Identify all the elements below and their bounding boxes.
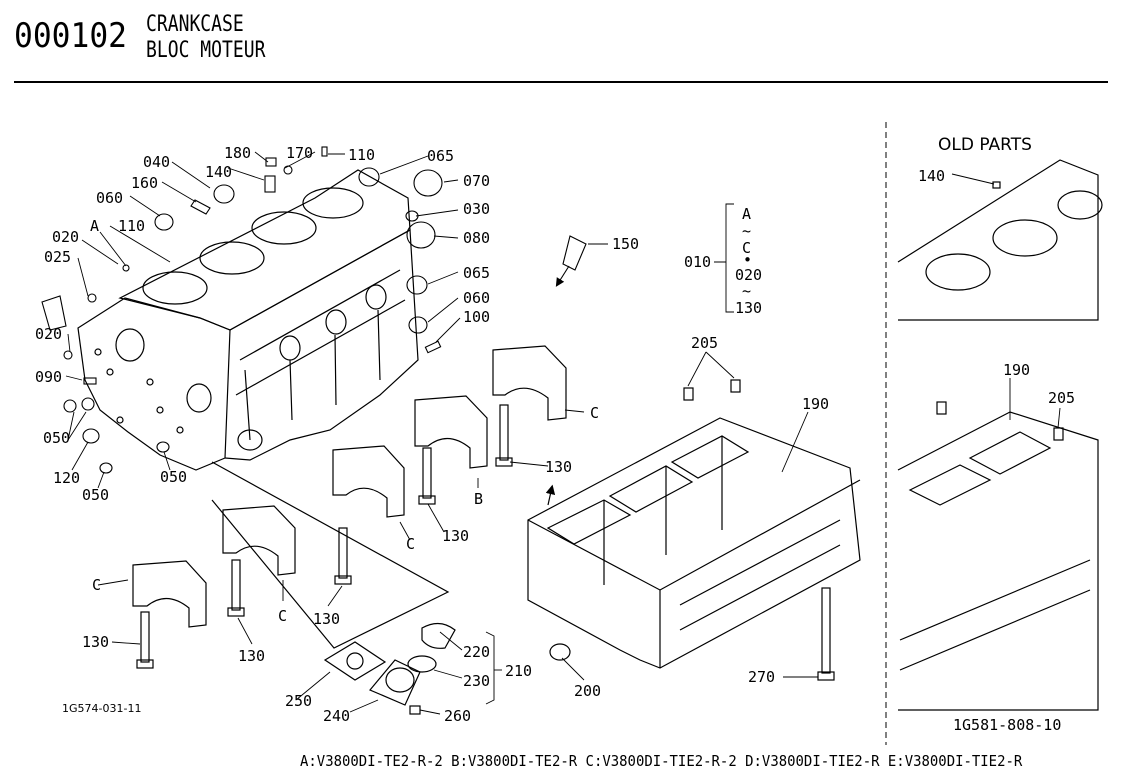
- label-260: 260: [444, 707, 471, 725]
- label-220: 220: [463, 643, 490, 661]
- label-180: 180: [224, 144, 251, 162]
- header-rule: [14, 81, 1108, 83]
- old-label-140: 140: [918, 167, 945, 185]
- main-bearing-bolts-drawing: [136, 404, 835, 681]
- label-065-top: 065: [427, 147, 454, 165]
- label-250: 250: [285, 692, 312, 710]
- label-marker-C3: C: [278, 607, 287, 625]
- label-marker-C2: C: [406, 535, 415, 553]
- left-drawing-ref: 1G574-031-11: [62, 702, 141, 715]
- label-110: 110: [118, 217, 145, 235]
- label-100: 100: [463, 308, 490, 326]
- label-210: 210: [505, 662, 532, 680]
- label-130-e: 130: [82, 633, 109, 651]
- label-150: 150: [612, 235, 639, 253]
- label-080: 080: [463, 229, 490, 247]
- label-130-d: 130: [238, 647, 265, 665]
- label-270: 270: [748, 668, 775, 686]
- variant-range-7: 130: [735, 299, 762, 317]
- oil-filter-bracket-drawing: [211, 461, 456, 715]
- part-number-labels: 040 160 060 140 180 170 110 065 070 030 …: [35, 135, 1075, 734]
- lower-crankcase-drawing: [527, 379, 861, 669]
- label-050-c: 050: [160, 468, 187, 486]
- label-170: 170: [286, 144, 313, 162]
- label-065: 065: [463, 264, 490, 282]
- variant-range-3: C: [742, 239, 751, 257]
- label-205: 205: [691, 334, 718, 352]
- label-050-a: 050: [43, 429, 70, 447]
- variant-range-4: •: [743, 251, 752, 269]
- label-040: 040: [143, 153, 170, 171]
- label-130-b: 130: [442, 527, 469, 545]
- right-drawing-ref: 1G581-808-10: [953, 716, 1061, 734]
- label-010: 010: [684, 253, 711, 271]
- old-parts-drawing: [897, 159, 1103, 711]
- label-020: 020: [35, 325, 62, 343]
- label-120: 120: [53, 469, 80, 487]
- label-200: 200: [574, 682, 601, 700]
- label-060: 060: [96, 189, 123, 207]
- variant-range-1: A: [742, 205, 751, 223]
- label-070: 070: [463, 172, 490, 190]
- label-marker-B: B: [474, 490, 483, 508]
- old-label-190: 190: [1003, 361, 1030, 379]
- label-060-right: 060: [463, 289, 490, 307]
- label-030: 030: [463, 200, 490, 218]
- label-110-top: 110: [348, 146, 375, 164]
- bearing-caps-drawing: [132, 345, 567, 628]
- label-025: 025: [44, 248, 71, 266]
- old-label-205: 205: [1048, 389, 1075, 407]
- variant-range-5: 020: [735, 266, 762, 284]
- label-marker-C4: C: [92, 576, 101, 594]
- label-190: 190: [802, 395, 829, 413]
- label-marker-A: A: [90, 217, 99, 235]
- label-020-top: 020: [52, 228, 79, 246]
- label-240: 240: [323, 707, 350, 725]
- label-marker-C1: C: [590, 404, 599, 422]
- variant-range-6: ~: [742, 282, 751, 300]
- label-130-c: 130: [313, 610, 340, 628]
- label-090: 090: [35, 368, 62, 386]
- label-050-b: 050: [82, 486, 109, 504]
- label-160: 160: [131, 174, 158, 192]
- label-140: 140: [205, 163, 232, 181]
- model-applicability-footer: A:V3800DI-TE2-R-2 B:V3800DI-TE2-R C:V380…: [300, 752, 1023, 770]
- variant-range-2: ~: [742, 222, 751, 240]
- title-french: BLOC MOTEUR: [146, 38, 266, 63]
- title-english: CRANKCASE: [146, 12, 244, 37]
- label-230: 230: [463, 672, 490, 690]
- old-parts-title: OLD PARTS: [938, 135, 1032, 155]
- label-130-a: 130: [545, 458, 572, 476]
- crankcase-block-drawing: [77, 169, 419, 471]
- small-parts-drawing: [41, 146, 587, 474]
- leader-lines: [65, 151, 1061, 715]
- part-group-code: 000102: [14, 16, 128, 56]
